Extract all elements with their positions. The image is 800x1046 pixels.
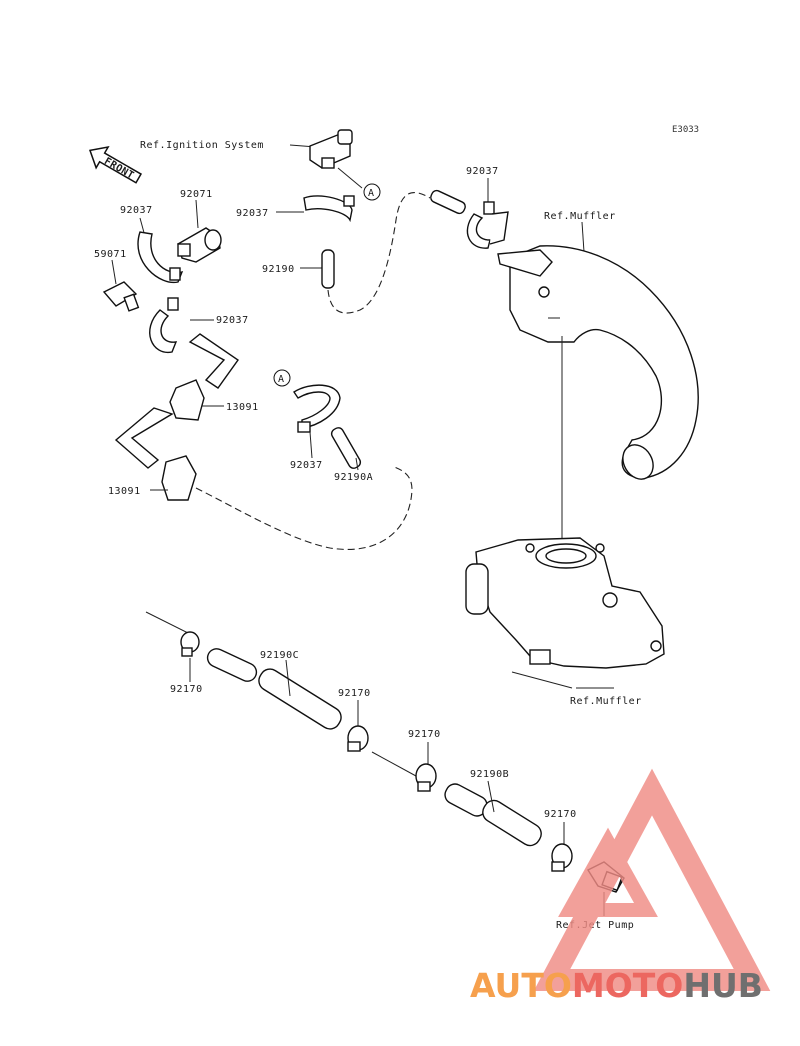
label-92037-c: 92037 bbox=[236, 208, 269, 219]
label-13091-a: 13091 bbox=[226, 402, 259, 413]
arrow-line-middle bbox=[371, 751, 417, 777]
label-92037-e: 92037 bbox=[290, 460, 323, 471]
front-arrow-icon: FRONT bbox=[89, 145, 143, 184]
hose-clamp-92170-d bbox=[551, 843, 573, 872]
arrow-line-muffler bbox=[511, 671, 573, 689]
callout-a-top: A bbox=[363, 183, 381, 201]
watermark-logo bbox=[533, 768, 771, 991]
label-13091-b: 13091 bbox=[108, 486, 141, 497]
hose-clamp-92170-c bbox=[415, 763, 437, 792]
joint-13091-b bbox=[161, 455, 197, 501]
label-59071: 59071 bbox=[94, 249, 127, 260]
svg-text:A: A bbox=[368, 188, 375, 199]
label-92037-a: 92037 bbox=[120, 205, 153, 216]
leader-92190c bbox=[285, 659, 291, 697]
clamp-band-92037-e bbox=[293, 384, 341, 429]
routing-line-upper bbox=[327, 192, 431, 314]
clamp-band-tail bbox=[489, 211, 509, 245]
valve-92071 bbox=[177, 227, 222, 263]
clamp-band-92037-b bbox=[149, 309, 178, 353]
label-92170-d: 92170 bbox=[544, 809, 577, 820]
hose-92190 bbox=[321, 249, 335, 289]
label-92190a: 92190A bbox=[334, 472, 373, 483]
label-92190: 92190 bbox=[262, 264, 295, 275]
leader-a-circle bbox=[337, 167, 363, 189]
label-92190b: 92190B bbox=[470, 769, 509, 780]
fitting-59071 bbox=[102, 281, 140, 312]
hose-92190c-long bbox=[258, 668, 342, 730]
clamp-band-buckle-b bbox=[167, 297, 179, 311]
hose-clamp-92170-a bbox=[180, 631, 200, 657]
label-92170-b: 92170 bbox=[338, 688, 371, 699]
hose-92190c-short bbox=[206, 648, 258, 682]
hose-elbow-upper bbox=[188, 333, 239, 389]
arrow-line-left bbox=[145, 611, 195, 637]
leader-92037-e bbox=[309, 431, 313, 459]
joint-13091-a bbox=[169, 379, 205, 421]
hose-92190a bbox=[330, 427, 362, 469]
muffler-lower bbox=[465, 537, 665, 669]
label-92190c: 92190C bbox=[260, 650, 299, 661]
muffler-upper bbox=[497, 245, 699, 480]
label-ref-jet-pump: Ref.Jet Pump bbox=[556, 920, 634, 931]
leader-92190a bbox=[355, 457, 359, 471]
label-92037-d: 92037 bbox=[466, 166, 499, 177]
leader-59071 bbox=[111, 259, 117, 285]
label-ref-muffler-bottom: Ref.Muffler bbox=[570, 696, 642, 707]
front-label: FRONT bbox=[102, 156, 136, 182]
diagram-code: E3033 bbox=[672, 125, 699, 135]
label-92071: 92071 bbox=[180, 189, 213, 200]
clamp-band-buckle bbox=[169, 267, 181, 281]
svg-text:A: A bbox=[278, 374, 285, 385]
label-92037-b: 92037 bbox=[216, 315, 249, 326]
hose-clamp-92170-b bbox=[347, 725, 369, 752]
clamp-band-buckle-e bbox=[297, 421, 311, 433]
hose-92190b-long bbox=[482, 799, 542, 847]
label-ref-muffler-top: Ref.Muffler bbox=[544, 211, 616, 222]
leader-ref-muffler-top bbox=[581, 221, 585, 253]
hose-connector-top bbox=[430, 189, 466, 215]
clamp-band-buckle-d bbox=[483, 201, 495, 215]
leader-92071 bbox=[195, 199, 199, 229]
callout-a-mid: A bbox=[273, 369, 291, 387]
clamp-band-92037-c bbox=[303, 195, 353, 223]
leader-92190b bbox=[487, 780, 495, 813]
label-ref-ignition: Ref.Ignition System bbox=[140, 140, 264, 151]
hose-elbow-lower bbox=[114, 407, 174, 469]
clamp-band-buckle-c bbox=[343, 195, 355, 207]
label-92170-a: 92170 bbox=[170, 684, 203, 695]
routing-line-lower bbox=[195, 465, 413, 550]
watermark-text: AUTOMOTOHUB bbox=[470, 966, 763, 1005]
clamp-band-92037-d bbox=[466, 213, 491, 249]
label-92170-c: 92170 bbox=[408, 729, 441, 740]
ignition-connector bbox=[309, 129, 353, 169]
